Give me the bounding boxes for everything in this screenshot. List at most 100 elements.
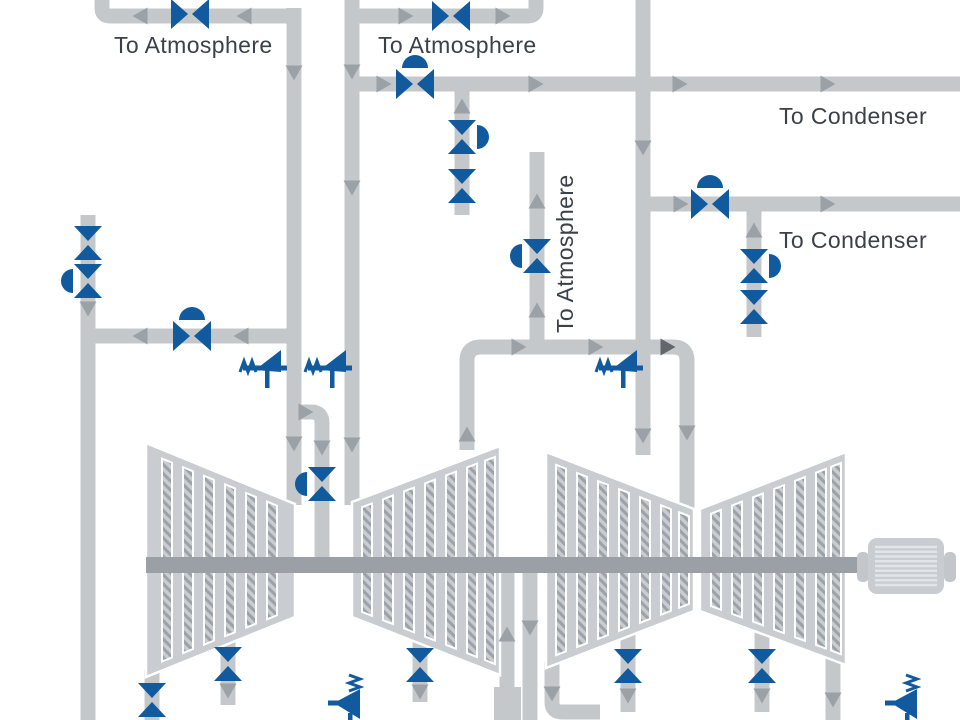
flow-arrow-down	[543, 686, 561, 702]
valve-body	[406, 667, 434, 682]
valve-gate-v-14	[214, 647, 242, 681]
relief-valve-2	[303, 350, 352, 388]
valve-body	[748, 649, 776, 664]
flow-arrow-down	[285, 65, 303, 81]
valve-gate-v-18	[748, 649, 776, 683]
relief-valve-4	[328, 673, 365, 720]
valve-body	[138, 702, 166, 717]
relief-triangle	[891, 689, 917, 719]
generator-end-cap-left	[857, 552, 869, 582]
valve-body	[448, 169, 476, 184]
valve-gate-v-6	[74, 226, 102, 260]
relief-spring	[344, 673, 365, 693]
valve-gate-v-16	[406, 648, 434, 682]
shaft-layer	[146, 557, 858, 573]
flow-arrow-up	[745, 222, 763, 238]
valve-body	[406, 648, 434, 663]
valve-globe-v-domeR-10	[740, 249, 781, 283]
valve-body	[308, 467, 336, 482]
generator-end-cap-right	[944, 552, 956, 582]
flow-arrow-down	[619, 688, 637, 704]
relief-spring	[594, 356, 614, 377]
turbine-shaft	[146, 557, 858, 573]
flow-arrow-down	[634, 428, 652, 444]
valve-body	[74, 283, 102, 298]
flow-arrow-up	[528, 193, 546, 209]
flow-arrow-down	[678, 425, 696, 441]
valve-actuator-dome	[697, 175, 723, 188]
flow-arrow-right	[820, 75, 836, 93]
valve-actuator-dome	[510, 244, 522, 268]
to-atmosphere-label-vertical: To Atmosphere	[552, 174, 578, 333]
flow-arrow-left	[132, 327, 148, 345]
valve-globe-h-2	[432, 1, 470, 31]
valve-gate-v-11	[740, 290, 768, 324]
atmosphere-vent-pipe-left-top	[94, 0, 301, 24]
valve-globe-h-3	[396, 55, 434, 99]
valve-body	[523, 258, 551, 273]
valve-actuator-dome	[179, 307, 205, 320]
valve-actuator-dome	[477, 125, 489, 149]
valve-gate-v-9	[448, 169, 476, 203]
flow-arrow-down	[824, 692, 842, 708]
flow-arrow-up	[528, 302, 546, 318]
valve-body	[740, 309, 768, 324]
relief-valves-layer	[238, 350, 922, 720]
flow-arrow-right	[298, 403, 314, 421]
valve-body	[740, 268, 768, 283]
flow-arrow-down	[634, 140, 652, 156]
crossover-pipe	[459, 339, 695, 512]
flow-arrow-right	[673, 195, 689, 213]
valve-globe-v-domeL-13	[295, 467, 336, 501]
valve-body	[712, 189, 729, 219]
flow-arrow-down	[521, 620, 539, 636]
to-condenser-label-upper: To Condenser	[779, 103, 927, 129]
flow-arrow-up	[498, 626, 516, 642]
flow-arrow-up	[458, 426, 476, 442]
atmosphere-vent-pipe-center-top	[352, 0, 544, 24]
valve-body	[740, 290, 768, 305]
flow-arrow-down	[313, 440, 331, 456]
flow-arrow-down	[285, 436, 303, 452]
valve-actuator-dome	[402, 55, 428, 68]
valve-body	[74, 264, 102, 279]
relief-triangle	[334, 689, 360, 719]
relief-stem	[348, 713, 353, 720]
valve-gate-v-17	[614, 649, 642, 683]
flow-arrow-down	[411, 684, 429, 700]
valve-actuator-dome	[61, 269, 73, 293]
valve-globe-h-5	[173, 307, 211, 351]
flow-arrows-layer	[79, 7, 842, 708]
valve-body	[453, 1, 470, 31]
valve-body	[448, 139, 476, 154]
flow-arrow-right	[528, 75, 544, 93]
drain-flange	[494, 687, 521, 720]
flow-arrow-right	[672, 75, 688, 93]
relief-spring	[238, 356, 258, 377]
valve-globe-v-domeR-8	[448, 120, 489, 154]
valve-body	[448, 120, 476, 135]
relief-stem	[265, 370, 270, 388]
valve-body	[614, 649, 642, 664]
to-atmosphere-label-center: To Atmosphere	[378, 32, 537, 58]
flow-arrow-down	[343, 180, 361, 196]
relief-valve-1	[238, 350, 287, 388]
valve-body	[173, 321, 190, 351]
flow-arrow-down	[219, 683, 237, 699]
flow-arrow-right	[398, 7, 414, 25]
valve-globe-v-domeL-12	[510, 239, 551, 273]
relief-valve-3	[594, 350, 643, 388]
valve-body	[523, 239, 551, 254]
flow-arrow-right	[660, 338, 676, 356]
flow-arrow-right	[376, 75, 392, 93]
valve-body	[740, 249, 768, 264]
relief-triangle	[255, 350, 281, 372]
valve-gate-v-15	[138, 683, 166, 717]
valve-body	[614, 668, 642, 683]
flow-arrow-down	[343, 64, 361, 80]
flow-arrow-right	[820, 195, 836, 213]
valve-body	[308, 486, 336, 501]
valve-body	[194, 321, 211, 351]
valve-body	[396, 69, 413, 99]
flow-arrow-right	[495, 7, 511, 25]
